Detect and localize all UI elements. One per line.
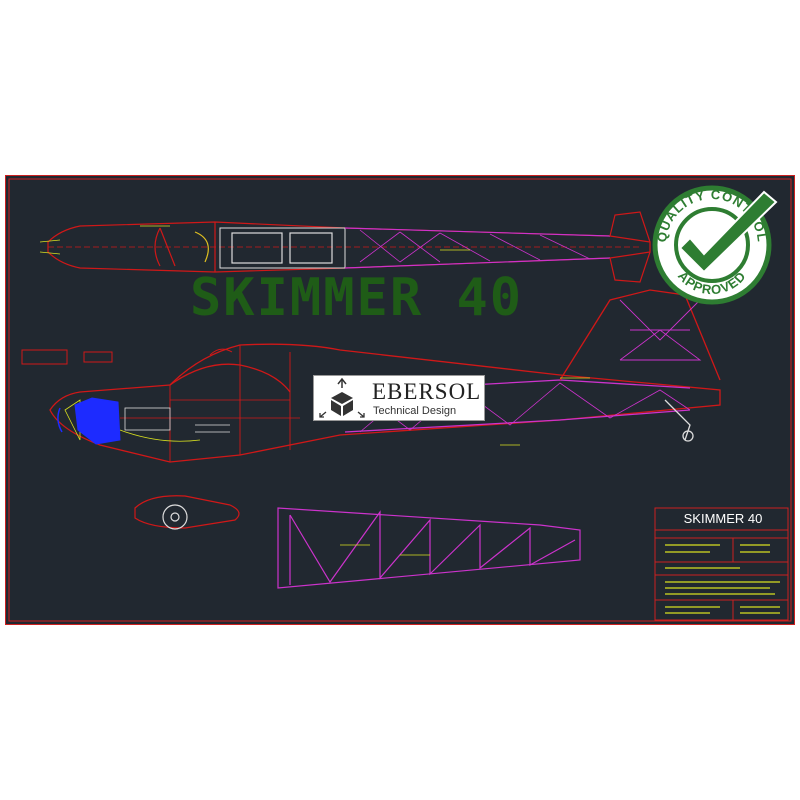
title-block-title: SKIMMER 40	[683, 511, 763, 526]
wheel-pant	[134, 495, 240, 530]
cube-icon	[319, 377, 365, 418]
small-parts	[21, 348, 233, 365]
title-block-lines	[665, 544, 780, 614]
watermark-title: SKIMMER 40	[190, 268, 524, 328]
dimension-marks	[140, 225, 590, 556]
title-block-frame	[654, 507, 789, 621]
quality-control-badge: QUALITY CONTROL APPROVED	[652, 185, 778, 305]
top-view-fuselage	[39, 211, 651, 283]
tail-truss-panel	[277, 507, 581, 589]
company-logo: EBERSOL Technical Design	[313, 375, 485, 421]
engine	[57, 397, 121, 445]
checkmark-icon	[678, 190, 778, 274]
logo-subtitle: Technical Design	[373, 405, 457, 417]
logo-name: EBERSOL	[372, 379, 482, 404]
